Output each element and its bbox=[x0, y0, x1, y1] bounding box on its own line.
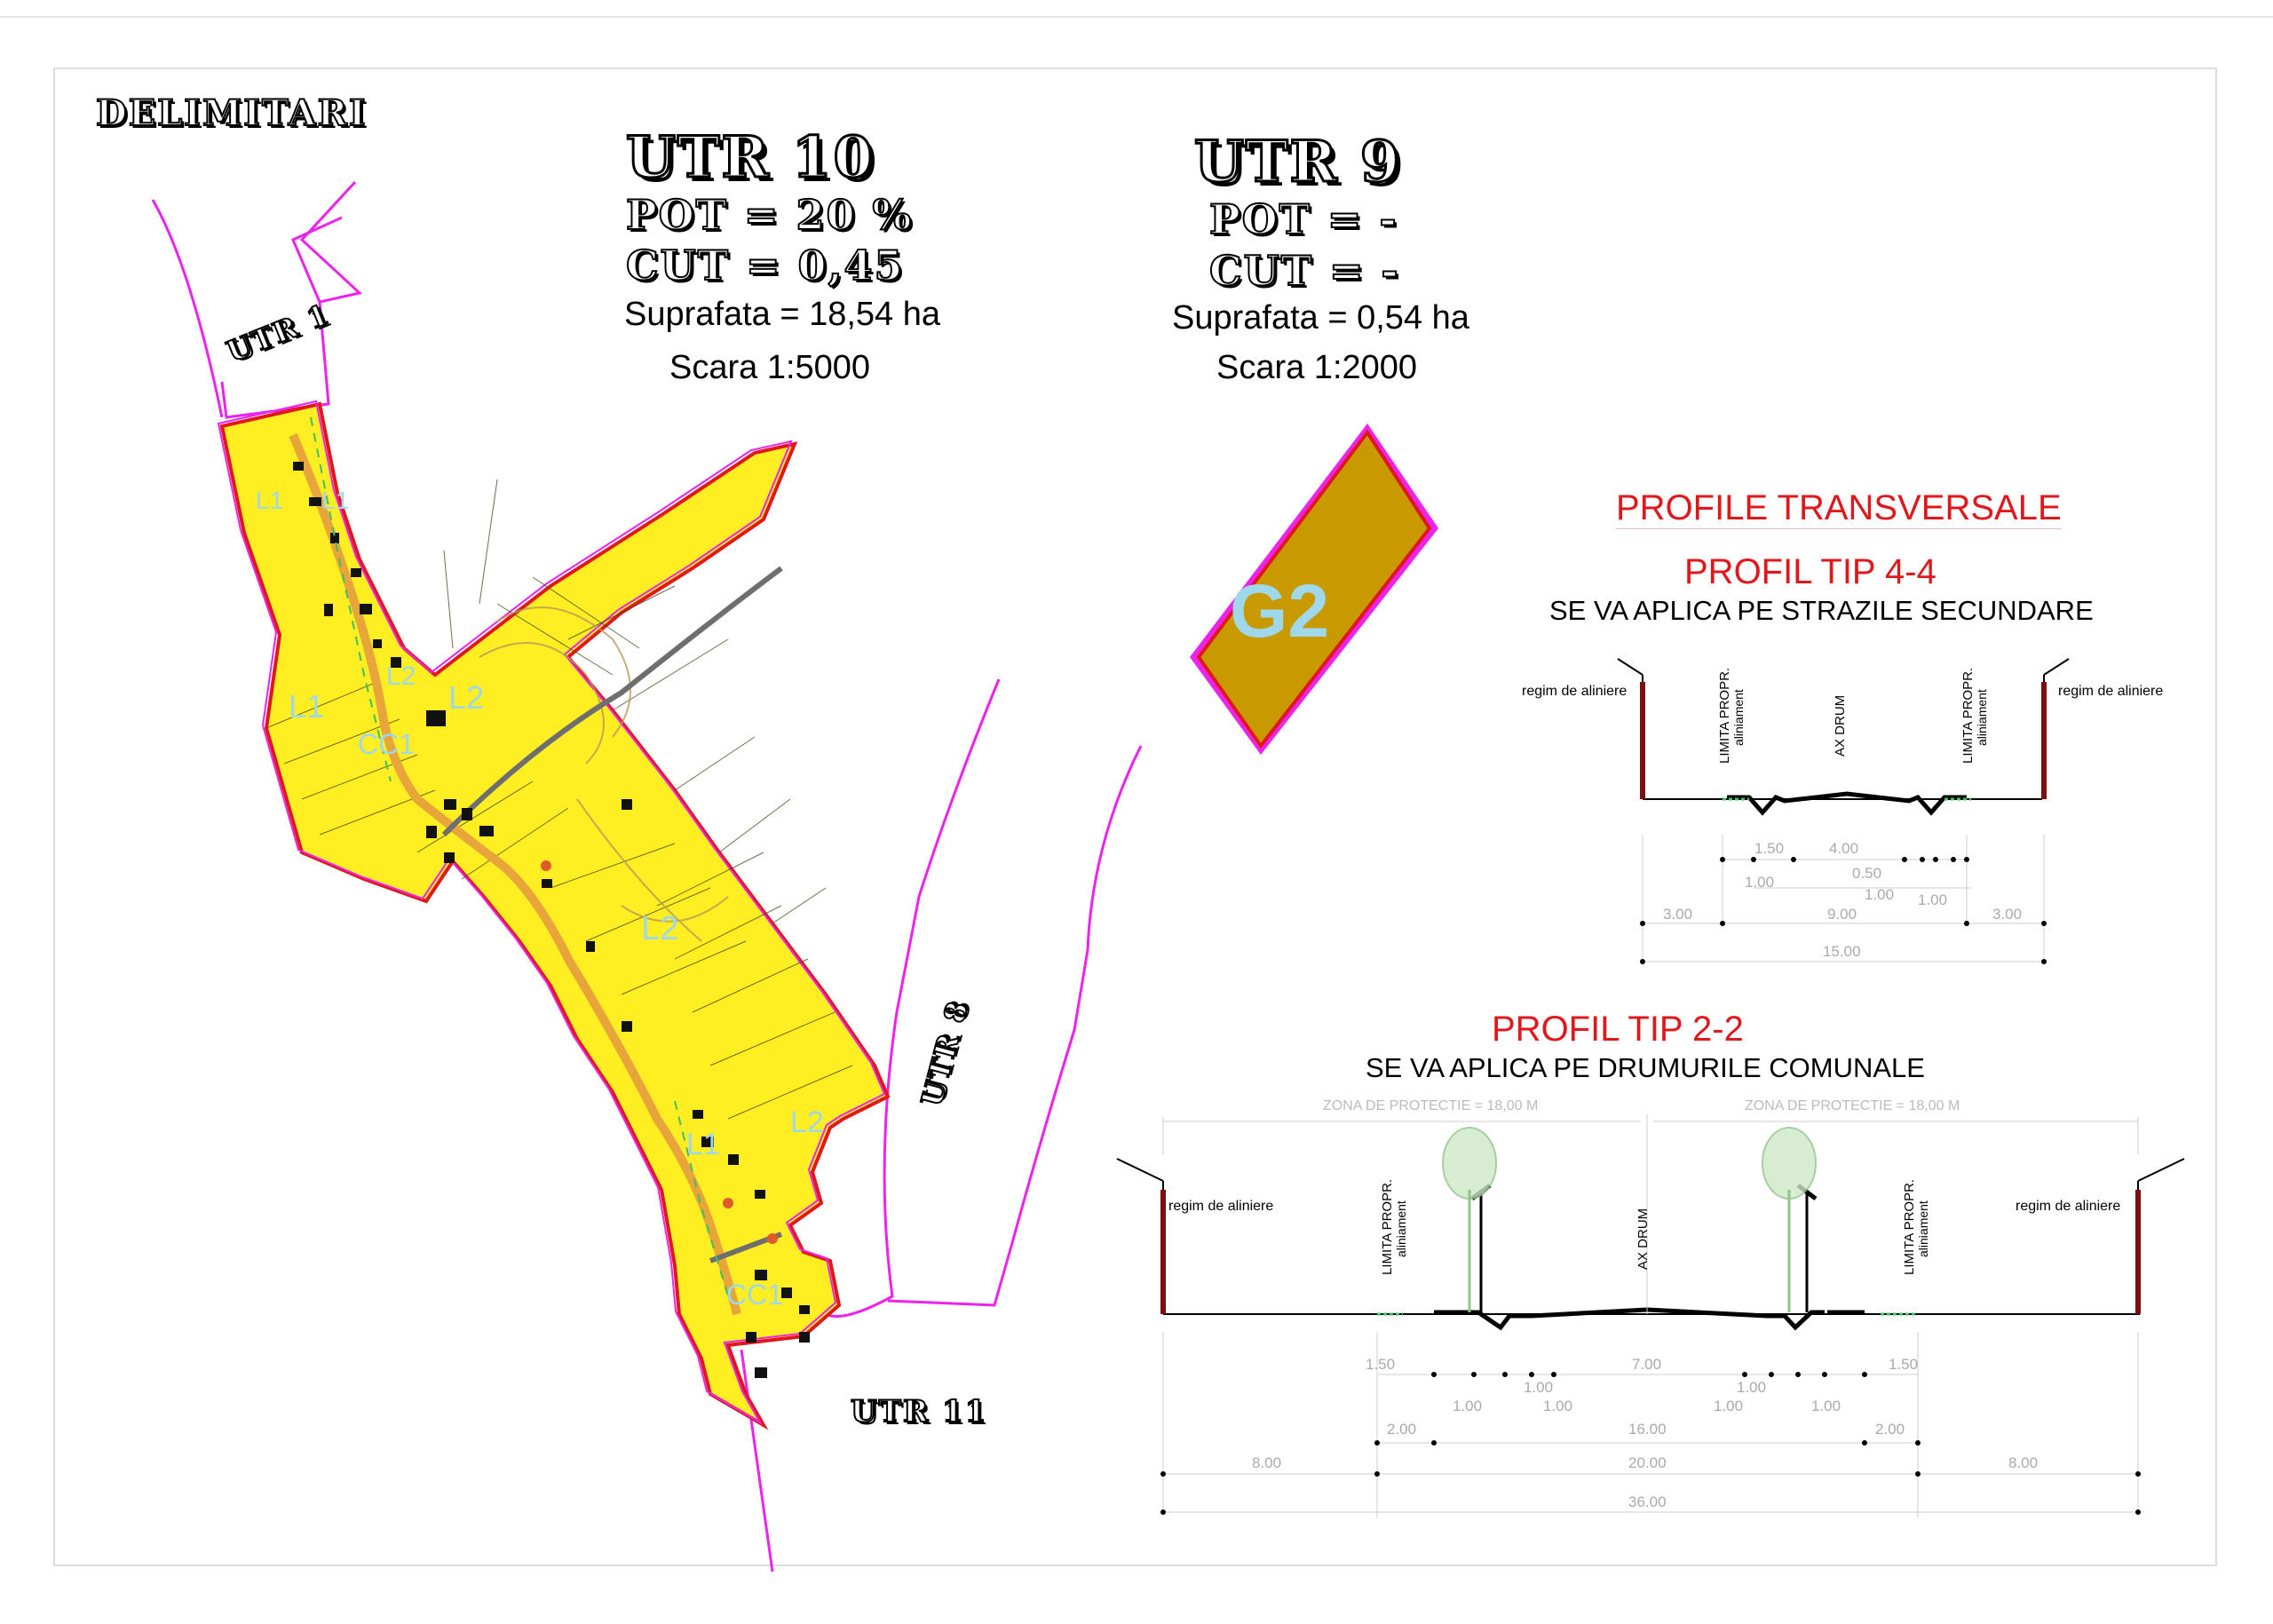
dim-label: 1.00 bbox=[1543, 1398, 1573, 1414]
profile-2-2-limit-left: LIMITA PROPR. bbox=[1380, 1178, 1395, 1275]
dim-label: 20.00 bbox=[1628, 1454, 1667, 1471]
profile-2-2-limit-right: LIMITA PROPR. bbox=[1902, 1178, 1917, 1275]
zone-label: L2 bbox=[641, 910, 679, 947]
dim-label: 15.00 bbox=[1823, 943, 1861, 960]
profile-4-4-limit-right: LIMITA PROPR. bbox=[1960, 667, 1976, 764]
dim-label: 7.00 bbox=[1632, 1356, 1662, 1373]
parcel-area bbox=[219, 401, 891, 1430]
zone-label: L2 bbox=[448, 679, 485, 716]
utr11-label: UTR 11 bbox=[850, 1393, 988, 1430]
zone-label: L1 bbox=[321, 487, 350, 514]
sheet-top-line bbox=[0, 16, 2273, 18]
dim-label: 36.00 bbox=[1628, 1493, 1667, 1510]
dim-label: 9.00 bbox=[1827, 906, 1857, 923]
dim-label: 4.00 bbox=[1829, 840, 1859, 857]
profile-4-4-limit-left: LIMITA PROPR. bbox=[1717, 667, 1732, 764]
profile-2-2-drawing bbox=[1116, 1114, 2185, 1518]
dim-label: 8.00 bbox=[1252, 1454, 1282, 1471]
g2-zone-label: G2 bbox=[1230, 569, 1330, 653]
utr9-cut: CUT = - bbox=[1208, 246, 1400, 296]
dim-label: 2.00 bbox=[1387, 1421, 1417, 1438]
profile-2-2-limit-right-2: aliniament bbox=[1916, 1200, 1930, 1257]
dim-label: 8.00 bbox=[2008, 1454, 2039, 1471]
profile-4-4-left-label: regim de aliniere bbox=[1522, 684, 1628, 699]
utr9-name: UTR 9 bbox=[1192, 128, 1402, 197]
dim-label: 1.00 bbox=[1714, 1398, 1744, 1414]
utr9-pot: POT = - bbox=[1208, 194, 1398, 244]
dim-label: 1.50 bbox=[1754, 840, 1785, 857]
profile-2-2-axis: AX DRUM bbox=[1635, 1208, 1651, 1270]
dim-label: 1.50 bbox=[1889, 1356, 1919, 1373]
dim-label: 1.00 bbox=[1737, 1379, 1767, 1396]
g2-parcel bbox=[1190, 424, 1438, 755]
dim-label: 1.00 bbox=[1524, 1379, 1554, 1396]
profile-4-4-title: PROFIL TIP 4-4 bbox=[1684, 552, 1936, 591]
zone-protection-left: ZONA DE PROTECTIE = 18,00 M bbox=[1323, 1098, 1539, 1113]
profile-4-4-right-label: regim de aliniere bbox=[2058, 684, 2164, 699]
zone-label: L1 bbox=[256, 487, 284, 514]
dim-label: 2.00 bbox=[1875, 1421, 1905, 1438]
zone-label: L2 bbox=[386, 661, 416, 691]
profile-2-2-right-label: regim de aliniere bbox=[2016, 1199, 2121, 1214]
profile-4-4-axis: AX DRUM bbox=[1833, 694, 1848, 757]
dim-label: 1.00 bbox=[1453, 1398, 1483, 1414]
profile-4-4-limit-left-2: aliniament bbox=[1731, 689, 1746, 746]
utr9-area: Suprafata = 0,54 ha bbox=[1172, 299, 1469, 337]
zone-label: L1 bbox=[289, 688, 325, 725]
zone-label: L1 bbox=[686, 1128, 720, 1161]
dim-label: 3.00 bbox=[1992, 906, 2023, 923]
utr9-scale: Scara 1:2000 bbox=[1216, 349, 1418, 386]
utr10-area: Suprafata = 18,54 ha bbox=[624, 296, 941, 333]
secondary-road bbox=[441, 566, 783, 837]
profile-4-4-limit-right-2: aliniament bbox=[1975, 689, 1989, 746]
utr10-parcels bbox=[217, 400, 891, 1430]
profiles-heading: PROFILE TRANSVERSALE bbox=[1616, 488, 2062, 529]
zone-protection-right: ZONA DE PROTECTIE = 18,00 M bbox=[1745, 1098, 1960, 1113]
profile-2-2-limit-left-2: aliniament bbox=[1394, 1200, 1408, 1257]
profile-4-4-subtitle: SE VA APLICA PE STRAZILE SECUNDARE bbox=[1549, 595, 2094, 626]
utr10-scale: Scara 1:5000 bbox=[669, 349, 871, 386]
utr10-pot: POT = 20 % bbox=[625, 190, 914, 240]
profile-2-2-subtitle: SE VA APLICA PE DRUMURILE COMUNALE bbox=[1366, 1052, 1925, 1083]
dim-label: 1.00 bbox=[1811, 1398, 1841, 1414]
dim-label: 1.00 bbox=[1745, 874, 1775, 891]
drawing-frame bbox=[53, 67, 2217, 1566]
sheet-title: DELIMITARI bbox=[95, 91, 368, 135]
dim-label: 1.00 bbox=[1865, 886, 1895, 903]
zone-label: CC1 bbox=[358, 728, 416, 760]
dim-label: 1.50 bbox=[1366, 1356, 1396, 1373]
main-road bbox=[289, 433, 741, 1316]
profile-4-4-drawing bbox=[1617, 658, 2070, 964]
dim-label: 1.00 bbox=[1918, 891, 1948, 908]
profile-2-2-title: PROFIL TIP 2-2 bbox=[1492, 1010, 1744, 1049]
utr10-name: UTR 10 bbox=[625, 123, 875, 193]
dim-label: 0.50 bbox=[1852, 865, 1882, 882]
dim-label: 3.00 bbox=[1663, 906, 1693, 923]
profile-2-2-left-label: regim de aliniere bbox=[1168, 1199, 1274, 1214]
zone-label: L2 bbox=[790, 1105, 824, 1139]
dim-label: 16.00 bbox=[1628, 1421, 1667, 1438]
zone-label: CC1 bbox=[726, 1279, 784, 1311]
utr10-cut: CUT = 0,45 bbox=[625, 241, 905, 290]
